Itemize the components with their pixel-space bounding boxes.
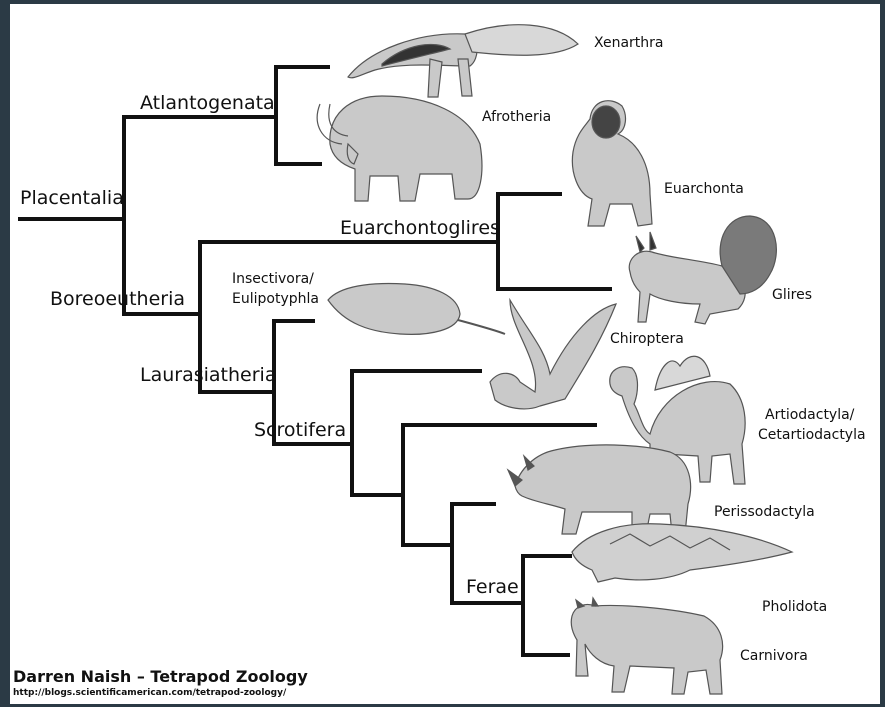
taxon-label-glires: Glires	[772, 288, 812, 302]
clade-label-placentalia: Placentalia	[20, 189, 124, 208]
taxon-label-xenarthra: Xenarthra	[594, 36, 663, 50]
clade-label-laurasiatheria: Laurasiatheria	[140, 366, 276, 385]
clade-label-insectivora: Insectivora/	[232, 272, 314, 286]
gorilla-drawing	[572, 101, 652, 226]
credit-url: http://blogs.scientificamerican.com/tetr…	[13, 689, 286, 698]
branch-ferae	[523, 556, 570, 655]
clade-label-eulipotyphla: Eulipotyphla	[232, 292, 319, 306]
squirrel-drawing	[629, 216, 776, 324]
clade-label-euarchontoglires: Euarchontoglires	[340, 219, 500, 238]
lynx-drawing	[571, 598, 722, 694]
mammoth-drawing	[317, 96, 482, 201]
shrew-drawing	[328, 284, 505, 335]
taxon-label-pholidota: Pholidota	[762, 600, 827, 614]
taxon-label-afrotheria: Afrotheria	[482, 110, 551, 124]
branch-scrotifera	[352, 371, 480, 495]
bat-drawing	[490, 300, 616, 409]
anteater-drawing	[348, 25, 578, 97]
branch-atlantogenata	[276, 67, 328, 164]
diagram-panel: Atlantogenata Placentalia Euarchontoglir…	[10, 4, 880, 704]
taxon-label-artiodactyla: Artiodactyla/	[765, 408, 854, 422]
clade-label-ferae: Ferae	[466, 578, 519, 597]
rhinoceros-drawing	[508, 445, 691, 534]
taxon-label-perissodactyla: Perissodactyla	[714, 505, 815, 519]
clade-label-scrotifera: Scrotifera	[254, 421, 346, 440]
clade-label-boreoeutheria: Boreoeutheria	[50, 290, 185, 309]
credit-author: Darren Naish – Tetrapod Zoology	[13, 669, 308, 685]
clade-label-atlantogenata: Atlantogenata	[140, 94, 275, 113]
pangolin-drawing	[572, 524, 792, 582]
taxon-label-carnivora: Carnivora	[740, 649, 808, 663]
taxon-label-cetartiodactyla: Cetartiodactyla	[758, 428, 866, 442]
taxon-label-euarchonta: Euarchonta	[664, 182, 744, 196]
taxon-label-chiroptera: Chiroptera	[610, 332, 684, 346]
